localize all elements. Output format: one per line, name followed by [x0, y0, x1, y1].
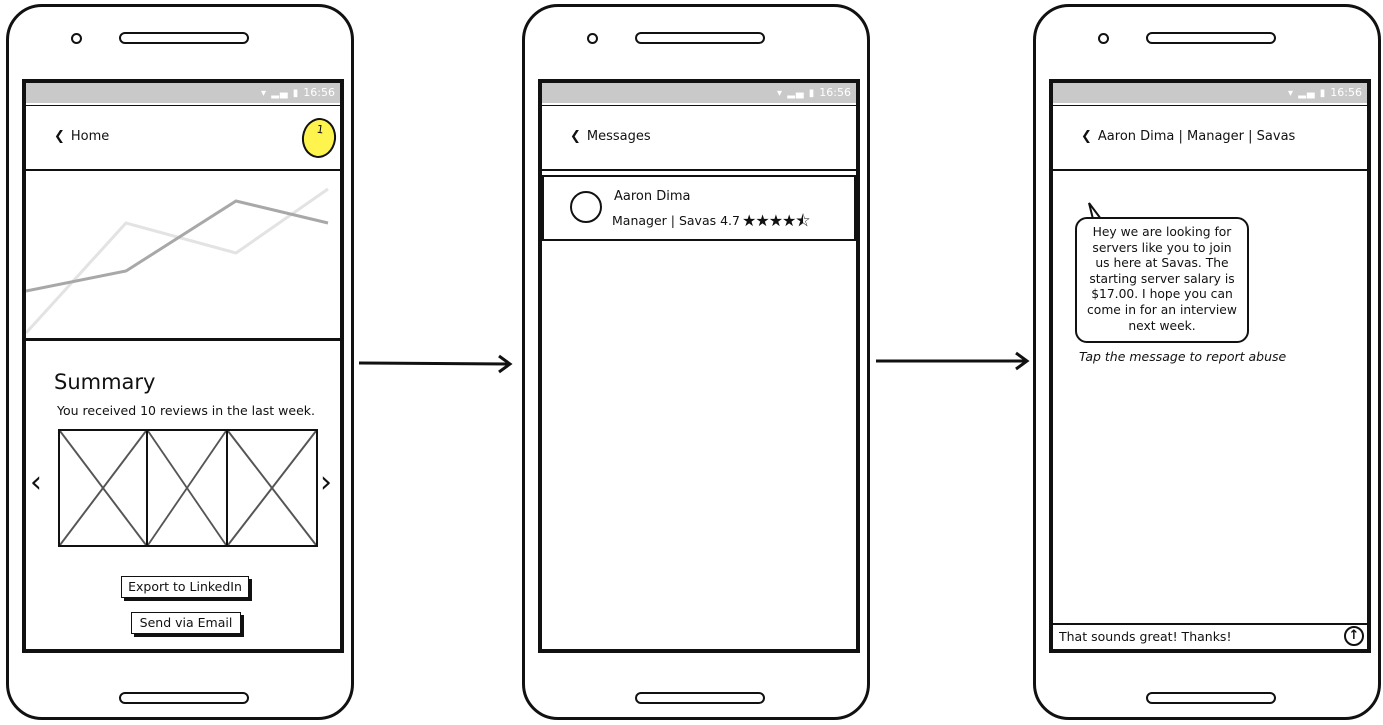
speaker [635, 32, 765, 44]
back-button[interactable]: ❮ Messages [570, 106, 651, 168]
back-label: Aaron Dima | Manager | Savas [1097, 129, 1296, 144]
report-abuse-hint: Tap the message to report abuse [1079, 349, 1287, 364]
chevron-left-icon: ❮ [570, 129, 581, 144]
speaker [119, 32, 249, 44]
chart-placeholder [26, 171, 340, 341]
status-bar: ▾ ▂▄ ▮16:56 [1053, 83, 1367, 103]
arrow-right-icon [876, 351, 1030, 371]
sender-role: Manager | Savas 4.7 [612, 213, 740, 228]
status-icons: ▾ ▂▄ ▮ [261, 88, 300, 99]
chevron-left-icon: ❮ [1081, 129, 1092, 144]
export-linkedin-button[interactable]: Export to LinkedIn [121, 576, 249, 598]
back-button[interactable]: ❮ Aaron Dima | Manager | Savas [1081, 106, 1295, 168]
screen-messages: ▾ ▂▄ ▮16:56 ❮ Messages Aaron Dima Manager… [538, 79, 860, 653]
status-icons: ▾ ▂▄ ▮ [1288, 88, 1327, 99]
status-icons: ▾ ▂▄ ▮ [777, 88, 816, 99]
status-bar: ▾ ▂▄ ▮16:56 [542, 83, 856, 103]
camera [71, 33, 82, 44]
carousel-image[interactable] [146, 429, 228, 547]
header: ❮ Aaron Dima | Manager | Savas [1053, 105, 1367, 171]
header: ❮ Messages [542, 105, 856, 171]
status-time: 16:56 [819, 86, 851, 99]
status-bar: ▾ ▂▄ ▮16:56 [26, 83, 340, 103]
image-placeholder-icon [148, 431, 226, 545]
arrow-right-icon [358, 354, 513, 374]
chevron-left-icon: ❮ [54, 129, 65, 144]
carousel-image[interactable] [58, 429, 148, 547]
sender-name: Aaron Dima [614, 189, 691, 204]
screen-summary: ▾ ▂▄ ▮16:56 ❮ Home 1 Summary You received… [22, 79, 344, 653]
home-button[interactable] [119, 692, 249, 704]
camera [1098, 33, 1109, 44]
speaker [1146, 32, 1276, 44]
status-time: 16:56 [303, 86, 335, 99]
screen-conversation: ▾ ▂▄ ▮16:56 ❮ Aaron Dima | Manager | Sava… [1049, 79, 1371, 653]
back-label: Messages [586, 129, 651, 144]
back-button[interactable]: ❮ Home [54, 106, 109, 168]
phone-frame-summary: ▾ ▂▄ ▮16:56 ❮ Home 1 Summary You received… [6, 4, 354, 720]
phone-frame-conversation: ▾ ▂▄ ▮16:56 ❮ Aaron Dima | Manager | Sava… [1033, 4, 1381, 720]
summary-title: Summary [54, 370, 156, 394]
header: ❮ Home 1 [26, 105, 340, 171]
message-bubble[interactable]: Hey we are looking for servers like you … [1075, 217, 1249, 343]
notification-badge[interactable]: 1 [299, 115, 339, 161]
image-placeholder-icon [228, 431, 316, 545]
rating-stars-icon: ★★★★⯪ [742, 211, 811, 230]
status-time: 16:56 [1330, 86, 1362, 99]
notification-count: 1 [315, 122, 325, 137]
line-chart-graphic [26, 187, 329, 335]
home-button[interactable] [1146, 692, 1276, 704]
summary-text: You received 10 reviews in the last week… [57, 403, 316, 418]
back-label: Home [70, 129, 110, 144]
camera [587, 33, 598, 44]
image-placeholder-icon [60, 431, 146, 545]
chevron-left-icon[interactable]: ‹ [30, 465, 42, 500]
reply-bar: ↑ [1053, 623, 1367, 649]
home-button[interactable] [635, 692, 765, 704]
message-list-item[interactable]: Aaron Dima Manager | Savas 4.7 ★★★★⯪ [542, 175, 856, 241]
phone-frame-messages: ▾ ▂▄ ▮16:56 ❮ Messages Aaron Dima Manager… [522, 4, 870, 720]
arrow-up-circle-icon[interactable]: ↑ [1344, 626, 1364, 646]
carousel-image[interactable] [226, 429, 318, 547]
send-email-button[interactable]: Send via Email [131, 612, 241, 634]
chevron-right-icon[interactable]: › [320, 465, 332, 500]
avatar [570, 191, 602, 223]
reply-input[interactable] [1059, 627, 1339, 645]
